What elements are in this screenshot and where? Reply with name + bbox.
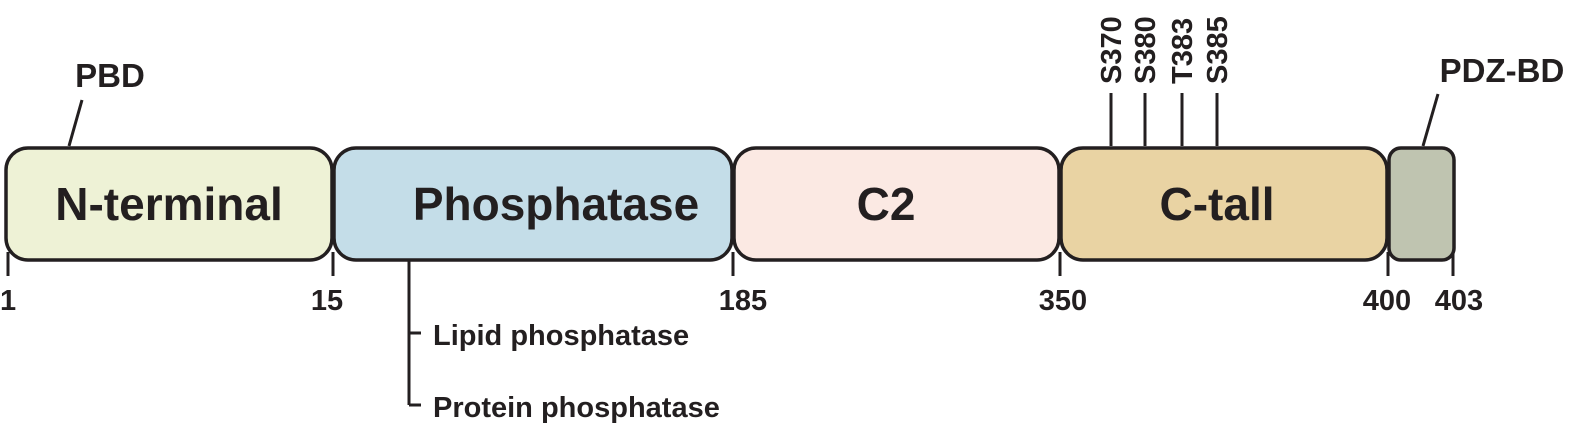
protein-phosphatase-label: Protein phosphatase xyxy=(433,392,720,424)
position-label: 185 xyxy=(719,285,767,317)
domain-c-tail: C-tall xyxy=(1059,146,1389,262)
pbd-label: PBD xyxy=(75,57,145,94)
lipid-phosphatase-label: Lipid phosphatase xyxy=(433,320,689,352)
phospho-site-label: S385 xyxy=(1202,16,1234,84)
position-label: 350 xyxy=(1039,285,1087,317)
domain-pdz-bd xyxy=(1387,146,1456,262)
pdz-bd-pointer xyxy=(1421,93,1440,147)
domain-label-n-terminal: N-terminal xyxy=(55,178,282,230)
phospho-site-label: T383 xyxy=(1167,18,1199,84)
position-label: 400 xyxy=(1363,285,1411,317)
phospho-site-label: S370 xyxy=(1096,16,1128,84)
domain-c2: C2 xyxy=(732,146,1061,262)
domain-label-c2: C2 xyxy=(857,178,916,230)
domain-label-phosphatase: Phosphatase xyxy=(413,178,699,230)
pdz-bd-label: PDZ-BD xyxy=(1440,52,1565,89)
domain-phosphatase: Phosphatase xyxy=(332,146,734,262)
pbd-pointer xyxy=(67,99,84,147)
position-label: 403 xyxy=(1435,285,1483,317)
domain-label-c-tail: C-tall xyxy=(1160,178,1275,230)
phospho-site-label: S380 xyxy=(1130,16,1162,84)
position-label: 1 xyxy=(0,285,16,317)
domain-n-terminal: N-terminal xyxy=(4,146,334,262)
position-label: 15 xyxy=(311,285,343,317)
